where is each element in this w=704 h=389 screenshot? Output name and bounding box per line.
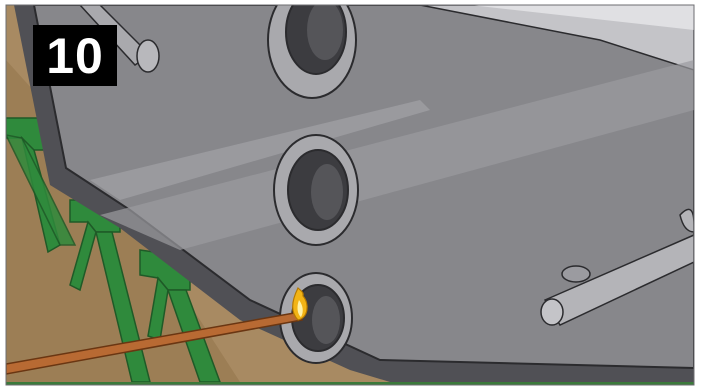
port-hole-middle: [274, 135, 358, 245]
step-number-badge: 10: [33, 25, 117, 86]
step-number-label: 10: [46, 31, 104, 81]
